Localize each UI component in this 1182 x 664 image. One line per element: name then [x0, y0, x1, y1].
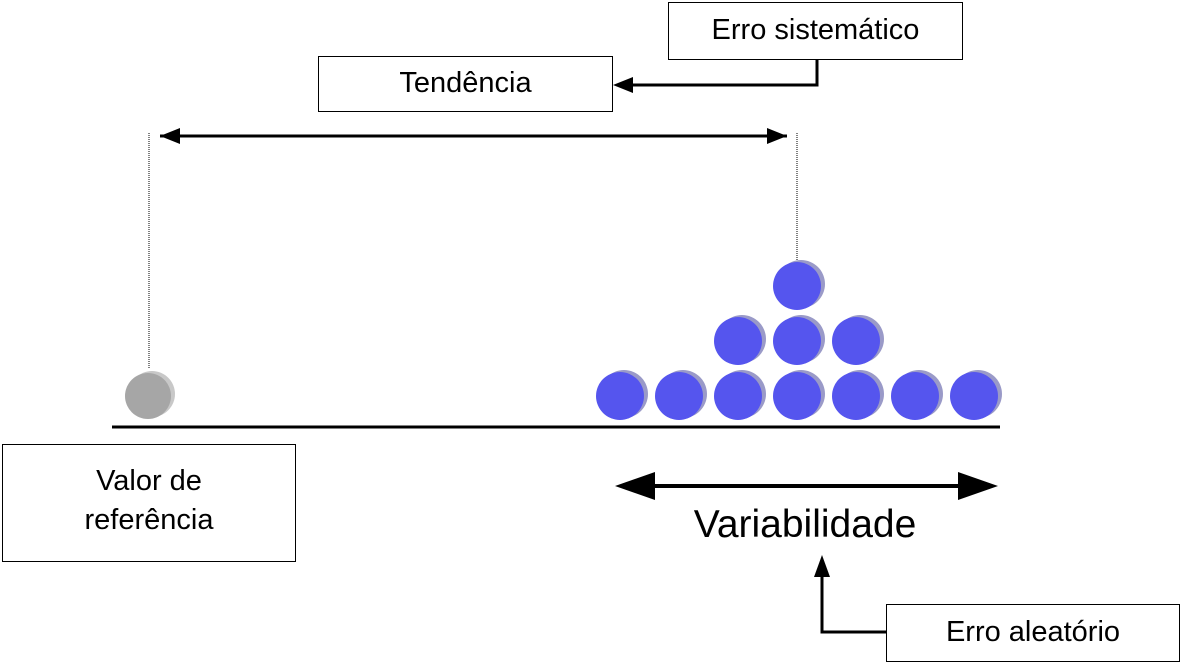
measurement-ball [773, 260, 825, 310]
tendency-arrow-right-head [767, 128, 787, 144]
tendency-label: Tendência [399, 67, 532, 100]
reference-value-box: Valor de referência [2, 444, 296, 562]
measurement-ball [832, 370, 884, 420]
measurement-ball [950, 370, 1002, 420]
measurement-ball [891, 370, 943, 420]
measurement-ball [832, 315, 884, 365]
systematic-error-box: Erro sistemático [668, 2, 963, 60]
measurement-balls [596, 260, 1002, 420]
systematic-error-label: Erro sistemático [711, 14, 920, 47]
tendency-arrow-left-head [160, 128, 180, 144]
measurement-ball [773, 315, 825, 365]
measurement-ball [714, 315, 766, 365]
tendency-box: Tendência [318, 56, 613, 112]
measurement-ball [714, 370, 766, 420]
measurement-ball [596, 370, 648, 420]
reference-value-label-line2: referência [84, 504, 214, 536]
systematic-error-connector [630, 60, 819, 87]
random-error-box: Erro aleatório [886, 604, 1180, 662]
systematic-error-arrow-head [613, 77, 633, 93]
random-error-connector [820, 575, 886, 634]
variability-label: Variabilidade [693, 503, 917, 546]
random-error-label: Erro aleatório [945, 616, 1121, 649]
measurement-ball [655, 370, 707, 420]
variability-arrow-left-head [615, 472, 655, 500]
reference-value-ball [125, 371, 175, 419]
random-error-arrow-head [814, 555, 830, 577]
variability-arrow-right-head [958, 472, 998, 500]
measurement-ball [773, 370, 825, 420]
reference-value-label-line1: Valor de [96, 464, 202, 497]
